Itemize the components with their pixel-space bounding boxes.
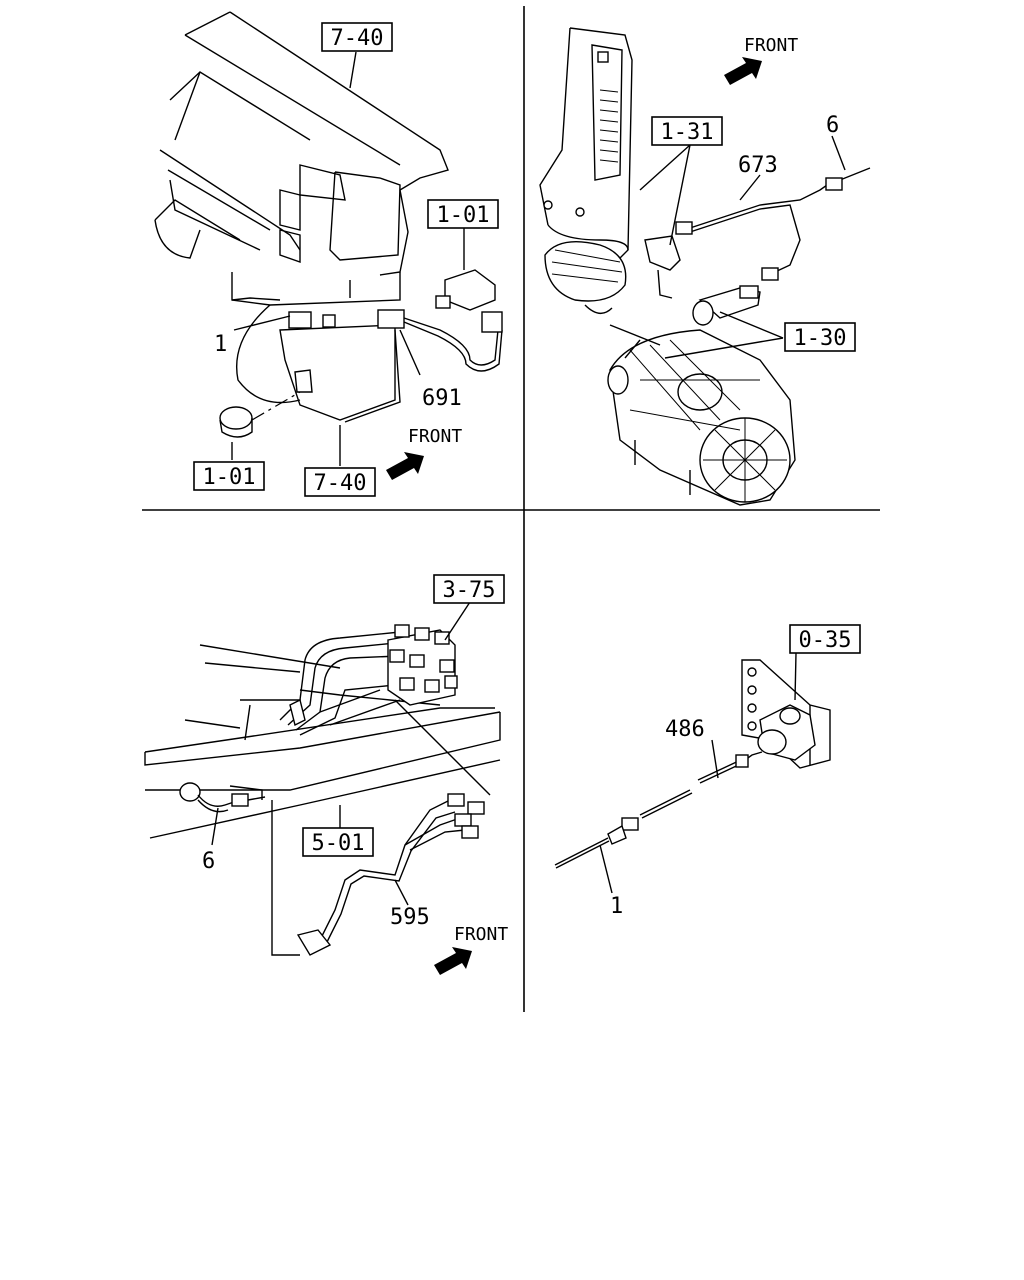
- panel-top-right: 1-31 1-30 6 673 FRONT: [539, 27, 871, 506]
- sensor-harness-drawing: [179, 782, 266, 846]
- ref-box-0-35: 0-35: [789, 624, 861, 654]
- ref-box-label: 0-35: [799, 628, 852, 653]
- part-number-691: 691: [422, 386, 462, 411]
- part-number-486: 486: [665, 717, 705, 742]
- brake-pipes-drawing: [279, 631, 406, 736]
- intake-duct-drawing: [539, 27, 633, 314]
- harness-595-drawing: [271, 793, 485, 956]
- part-number-595: 595: [390, 905, 430, 930]
- ref-box-label: 7-40: [314, 471, 367, 496]
- ref-box-label: 1-31: [661, 120, 714, 145]
- valve-block-drawing: [387, 624, 491, 796]
- front-indicator: FRONT: [434, 924, 508, 975]
- ref-box-1-01-switch: 1-01: [427, 199, 499, 229]
- air-cleaner-drawing: [607, 329, 796, 506]
- ref-box-3-75: 3-75: [433, 574, 505, 604]
- ref-box-label: 5-01: [312, 831, 365, 856]
- front-label: FRONT: [408, 426, 462, 447]
- cable-drawing: [554, 754, 749, 869]
- front-indicator: FRONT: [386, 426, 462, 480]
- front-arrow-icon: [724, 57, 762, 85]
- switch-harness-drawing: [403, 269, 503, 372]
- ref-box-1-01-grommet: 1-01: [193, 461, 265, 491]
- ref-box-label: 7-40: [331, 26, 384, 51]
- ref-box-label: 3-75: [443, 578, 496, 603]
- front-label: FRONT: [454, 924, 508, 945]
- ref-box-5-01: 5-01: [302, 827, 374, 857]
- dashboard-drawing: [154, 11, 449, 423]
- ref-box-1-31: 1-31: [651, 116, 723, 146]
- part-number-1: 1: [214, 332, 227, 357]
- part-number-6: 6: [202, 849, 215, 874]
- front-arrow-icon: [386, 452, 424, 480]
- front-arrow-icon: [434, 947, 472, 975]
- panel-bottom-left: 3-75 5-01 6 595 FRONT: [144, 574, 508, 975]
- ref-box-label: 1-30: [794, 326, 847, 351]
- ref-box-1-30: 1-30: [784, 322, 856, 352]
- ref-box-label: 1-01: [437, 203, 490, 228]
- part-number-673: 673: [738, 153, 778, 178]
- part-number-1: 1: [610, 894, 623, 919]
- front-indicator: FRONT: [724, 35, 798, 85]
- part-number-6: 6: [826, 113, 839, 138]
- harness-673-drawing: [644, 167, 871, 326]
- sensor-drawing: [744, 704, 816, 761]
- panel-top-left: 7-40 1-01 1-01 7-40 1 691 FRONT: [154, 11, 503, 497]
- grommet-drawing: [219, 391, 301, 438]
- ref-box-label: 1-01: [203, 465, 256, 490]
- front-label: FRONT: [744, 35, 798, 56]
- ref-box-7-40-bottom: 7-40: [304, 467, 376, 497]
- ref-box-7-40-top: 7-40: [321, 22, 393, 52]
- panel-bottom-right: 0-35 486 1: [554, 624, 861, 919]
- panel-dividers: [142, 6, 880, 1012]
